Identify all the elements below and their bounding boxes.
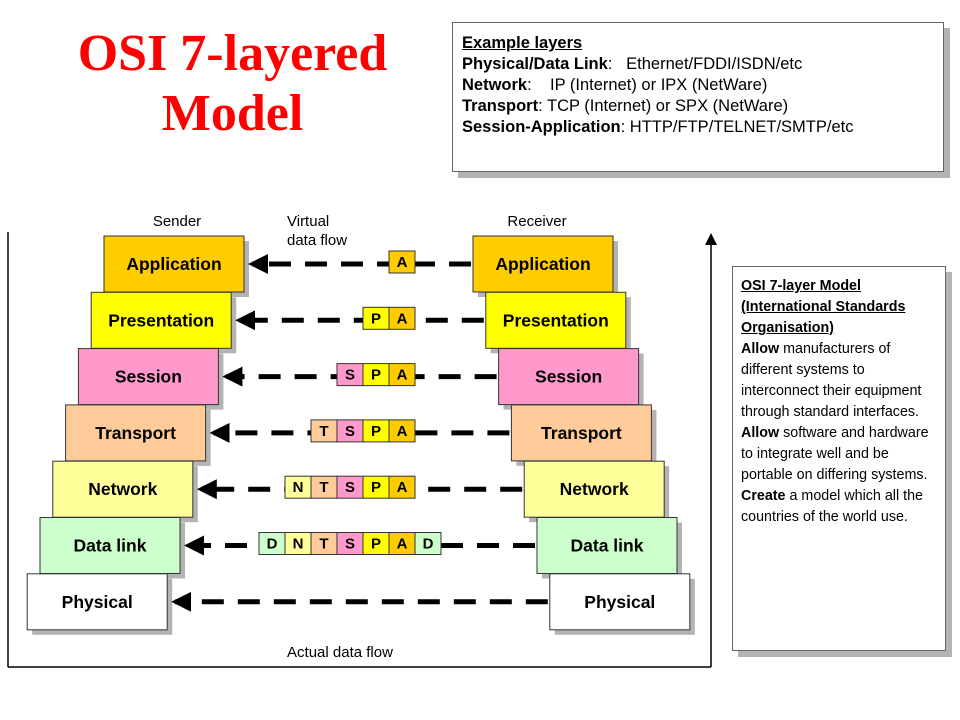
receiver-application-box: [472, 235, 614, 293]
example-row-text: TCP (Internet) or SPX (NetWare): [546, 97, 789, 115]
header-letter-network-1: T: [319, 479, 328, 496]
osi-description-para-3: Create a model which all the countries o…: [741, 486, 939, 528]
receiver-application-label: Application: [495, 254, 590, 274]
example-row-label: Network: [462, 76, 528, 94]
header-letter-presentation-1: A: [397, 310, 408, 327]
header-letter-data-link-4: P: [371, 536, 381, 553]
para-text: a model which all the countries of the w…: [741, 488, 923, 525]
actual-flow-label: Actual data flow: [287, 644, 393, 661]
header-letter-transport-1: S: [345, 423, 355, 440]
header-letter-presentation-0: P: [371, 310, 381, 327]
sender-data-link-box: [39, 517, 181, 574]
osi-description-heading: OSI 7-layer Model (International Standar…: [741, 278, 906, 336]
sender-presentation-label: Presentation: [108, 310, 214, 330]
example-row-label: Session-Application: [462, 118, 621, 136]
header-letter-network-0: N: [293, 479, 304, 496]
header-letter-session-0: S: [345, 367, 355, 384]
example-row-text: HTTP/FTP/TELNET/SMTP/etc: [629, 118, 854, 136]
header-letter-transport-2: P: [371, 423, 381, 440]
header-letter-network-4: A: [397, 479, 408, 496]
sender-application-box: [103, 235, 245, 293]
header-letter-network-2: S: [345, 479, 355, 496]
sender-session-box: [77, 348, 219, 406]
example-row-sep: :: [538, 97, 547, 115]
sender-data-link-label: Data link: [74, 536, 147, 556]
para-bold: Create: [741, 488, 786, 504]
header-letter-data-link-1: N: [293, 536, 304, 553]
virtual-label-line-1: Virtual: [287, 213, 329, 230]
receiver-physical-box: [549, 573, 691, 631]
sender-transport-box: [65, 404, 207, 462]
example-heading: Example layers: [462, 34, 583, 52]
sender-transport-label: Transport: [95, 423, 176, 443]
header-letter-data-link-3: S: [345, 536, 355, 553]
receiver-physical-label: Physical: [584, 592, 655, 612]
receiver-session-label: Session: [535, 367, 602, 387]
header-letter-session-2: A: [397, 367, 408, 384]
header-letter-transport-0: T: [319, 423, 328, 440]
header-box-session-2: [388, 363, 416, 387]
header-box-application-0: [388, 250, 416, 274]
receiver-session-box: [498, 348, 640, 406]
receiver-network-box: [523, 460, 665, 518]
example-row-sep: :: [620, 118, 630, 136]
example-row-sep: :: [527, 76, 551, 94]
header-letter-transport-3: A: [397, 423, 408, 440]
example-row-network: Network: IP (Internet) or IPX (NetWare): [462, 75, 943, 96]
header-box-presentation-1: [388, 306, 416, 330]
receiver-label: Receiver: [507, 213, 566, 230]
header-letter-application-0: A: [397, 254, 408, 271]
header-letter-session-1: P: [371, 367, 381, 384]
receiver-presentation-label: Presentation: [503, 310, 609, 330]
up-arrow-icon: [705, 233, 717, 245]
title-line-2: Model: [161, 85, 304, 142]
example-row-label: Transport: [462, 97, 539, 115]
para-bold: Allow: [741, 341, 780, 357]
header-box-data-link-6: [414, 532, 442, 555]
receiver-data-link-label: Data link: [571, 536, 644, 556]
receiver-transport-label: Transport: [541, 423, 622, 443]
sender-session-label: Session: [115, 367, 182, 387]
example-row-physical: Physical/Data Link: Ethernet/FDDI/ISDN/e…: [462, 54, 943, 75]
receiver-network-label: Network: [560, 479, 629, 499]
header-letter-data-link-0: D: [267, 536, 278, 553]
osi-description-box: OSI 7-layer Model (International Standar…: [732, 266, 946, 651]
sender-network-label: Network: [88, 479, 157, 499]
para-text: manufacturers of different systems to in…: [741, 341, 922, 420]
example-row-transport: Transport: TCP (Internet) or SPX (NetWar…: [462, 96, 943, 117]
receiver-presentation-box: [485, 291, 627, 349]
example-row-text: Ethernet/FDDI/ISDN/etc: [626, 55, 803, 73]
sender-application-label: Application: [126, 254, 221, 274]
virtual-label-line-2: data flow: [287, 232, 347, 249]
header-box-transport-3: [388, 419, 416, 443]
header-box-network-4: [388, 475, 416, 499]
sender-physical-box: [26, 573, 168, 631]
header-letter-network-3: P: [371, 479, 381, 496]
para-bold: Allow: [741, 425, 780, 441]
example-row-label: Physical/Data Link: [462, 55, 608, 73]
osi-description-para-2: Allow software and hardware to integrate…: [741, 423, 939, 486]
page-title: OSI 7-layered Model: [40, 24, 425, 144]
para-text: software and hardware to integrate well …: [741, 425, 929, 483]
osi-description-para-1: Allow manufacturers of different systems…: [741, 339, 939, 423]
example-row-text: IP (Internet) or IPX (NetWare): [550, 76, 768, 94]
title-line-1: OSI 7-layered: [77, 25, 388, 82]
sender-label: Sender: [153, 213, 201, 230]
sender-physical-label: Physical: [62, 592, 133, 612]
header-letter-data-link-6: D: [423, 536, 434, 553]
header-letter-data-link-5: A: [397, 536, 408, 553]
example-layers-box: Example layers Physical/Data Link: Ether…: [452, 22, 944, 172]
sender-network-box: [52, 460, 194, 518]
header-letter-data-link-2: T: [319, 536, 328, 553]
example-row-sep: :: [607, 55, 627, 73]
example-row-session-application: Session-Application: HTTP/FTP/TELNET/SMT…: [462, 117, 943, 138]
sender-presentation-box: [90, 291, 232, 349]
